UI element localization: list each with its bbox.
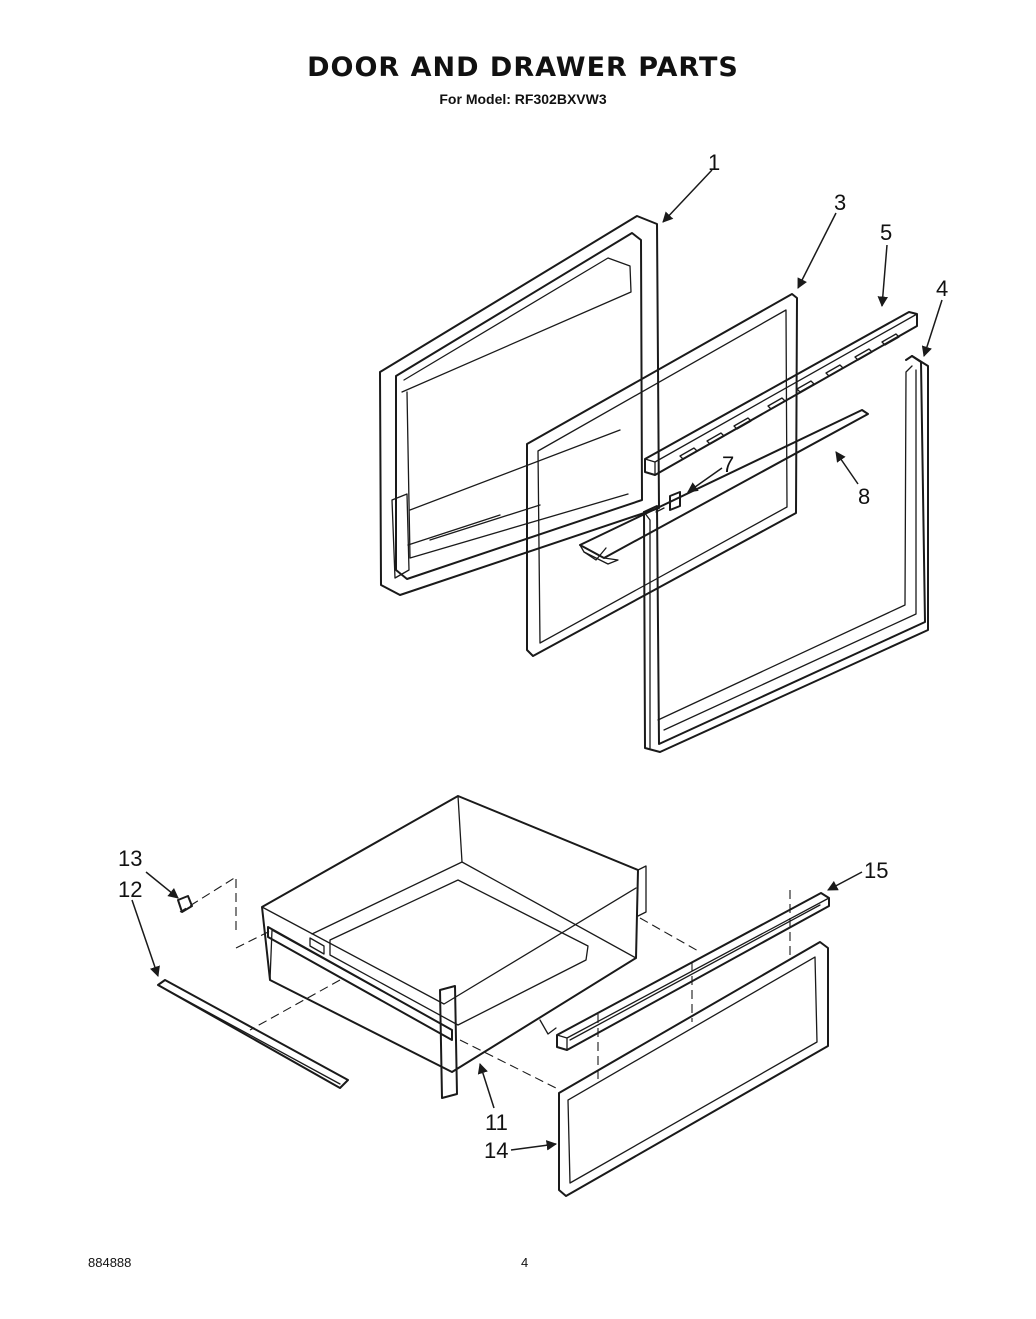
door-liner-part <box>643 355 929 753</box>
callout-11: 11 <box>485 1110 508 1135</box>
leader-lines <box>131 169 943 1151</box>
drawer-front-part <box>558 941 829 1197</box>
callout-15: 15 <box>864 858 888 883</box>
glass-panel-part <box>526 293 798 657</box>
drawer-handle-part <box>556 892 830 1051</box>
model-subtitle: For Model: RF302BXVW3 <box>439 91 607 107</box>
callout-3: 3 <box>834 190 846 215</box>
callout-1: 1 <box>708 150 720 175</box>
callout-4: 4 <box>936 276 948 301</box>
callout-5: 5 <box>880 220 892 245</box>
page-number: 4 <box>521 1255 529 1270</box>
document-number: 884888 <box>88 1255 132 1270</box>
callout-14: 14 <box>484 1138 508 1163</box>
handle-bracket-part <box>669 491 681 511</box>
rail-clip-part <box>177 895 193 913</box>
handle-trim-part <box>644 311 918 476</box>
callout-13: 13 <box>118 846 142 871</box>
callout-12: 12 <box>118 877 142 902</box>
callout-labels: 1 3 5 4 7 8 13 12 11 14 15 <box>118 150 948 1163</box>
callout-8: 8 <box>858 484 870 509</box>
drawer-rail-part <box>157 979 349 1089</box>
drawer-body-part <box>261 795 647 1099</box>
page-title: DOOR AND DRAWER PARTS <box>307 52 739 83</box>
assembly-lines <box>179 876 791 1091</box>
door-handle-part <box>579 409 869 565</box>
callout-7: 7 <box>722 452 734 477</box>
